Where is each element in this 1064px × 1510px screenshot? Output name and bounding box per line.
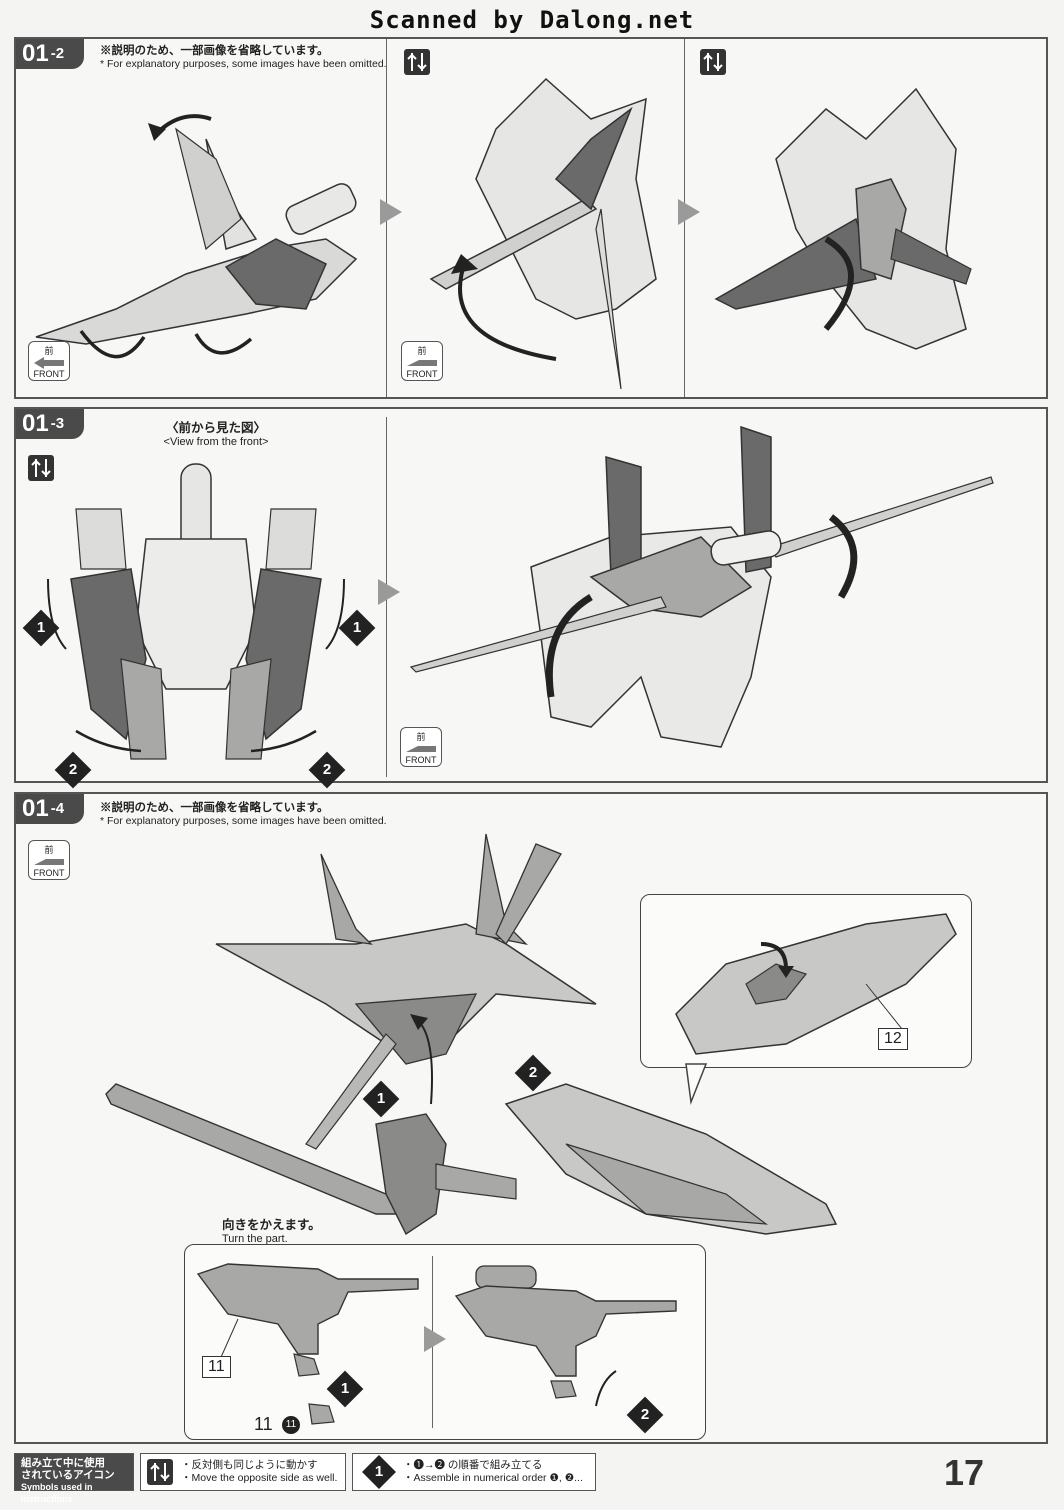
rifle-detail-right-illustration — [454, 1265, 677, 1407]
mirror-side-icon — [147, 1459, 173, 1485]
fighter-rear-view-illustration — [429, 77, 657, 390]
part-12-detail-illustration — [675, 913, 957, 1055]
ship-silhouette-icon — [407, 360, 437, 366]
step-badge: 01-2 — [16, 39, 84, 69]
fighter-rear-view-wing-rotated-illustration — [714, 87, 972, 350]
order-legend-jp: ・❶→❷ の順番で組み立てる — [403, 1459, 543, 1471]
step-01-3-panel: 01-3 〈前から見た図〉 <View from the front> 1 1 … — [14, 407, 1048, 789]
part-number-label: 12 — [878, 1028, 908, 1050]
mirror-side-icon — [700, 49, 726, 75]
ship-silhouette-icon — [406, 746, 436, 752]
page-number: 17 — [943, 1452, 984, 1493]
fighter-assembly-illustration — [215, 833, 597, 1150]
ship-silhouette-icon — [34, 859, 64, 865]
mirror-side-icon — [28, 455, 54, 481]
fighter-side-view-illustration — [35, 114, 358, 359]
order-legend-en: ・Assemble in numerical order ❶, ❷... — [403, 1472, 583, 1484]
mirror-legend-jp: ・反対側も同じように動かす — [181, 1459, 318, 1471]
omission-note: ※説明のため、一部画像を省略しています。 * For explanatory p… — [100, 45, 387, 70]
next-step-arrow — [678, 199, 700, 225]
left-arrow-icon — [34, 357, 64, 369]
shield-booster-illustration — [504, 1083, 838, 1235]
fighter-transformed-illustration — [409, 425, 994, 748]
rifle-part-illustration — [105, 1083, 517, 1236]
mobile-suit-front-view-illustration — [47, 463, 345, 760]
small-part-11-illustration — [293, 1353, 335, 1425]
runner-tag-11: 11 — [282, 1416, 300, 1434]
step-number-2: 2 — [626, 1396, 664, 1434]
step-badge: 01-4 — [16, 794, 84, 824]
mirror-legend-en: ・Move the opposite side as well. — [181, 1472, 338, 1484]
front-orientation-icon: 前 FRONT — [28, 341, 70, 381]
step-number-2: 2 — [54, 751, 92, 789]
scan-watermark: Scanned by Dalong.net — [369, 6, 695, 34]
next-step-arrow — [378, 579, 400, 605]
callout-pointer — [685, 1063, 708, 1105]
mirror-side-icon — [404, 49, 430, 75]
step-number-1: 1 — [326, 1370, 364, 1408]
step-01-2-panel: 01-2 ※説明のため、一部画像を省略しています。 * For explanat… — [14, 37, 1048, 399]
part-number-label: 11 — [202, 1356, 231, 1378]
turn-part-caption: 向きをかえます。 Turn the part. — [222, 1218, 321, 1245]
step-01-4-panel: 01-4 ※説明のため、一部画像を省略しています。 * For explanat… — [14, 792, 1048, 1444]
step-number-2: 2 — [308, 751, 346, 789]
step-badge: 01-3 — [16, 409, 84, 439]
mirror-icon-legend: ・反対側も同じように動かす ・Move the opposite side as… — [140, 1453, 346, 1491]
next-step-arrow — [424, 1326, 446, 1352]
next-step-arrow — [380, 199, 402, 225]
omission-note: ※説明のため、一部画像を省略しています。 * For explanatory p… — [100, 802, 387, 827]
step-number-1: 1 — [22, 609, 60, 647]
front-orientation-icon: 前 FRONT — [401, 341, 443, 381]
front-orientation-icon: 前 FRONT — [28, 840, 70, 880]
icon-legend-title: 組み立て中に使用 されているアイコン Symbols used in instr… — [14, 1453, 134, 1504]
front-orientation-icon: 前 FRONT — [400, 727, 442, 767]
front-view-caption: 〈前から見た図〉 <View from the front> — [163, 421, 269, 448]
step-number-1: 1 — [338, 609, 376, 647]
part-number-label: 11 — [254, 1414, 273, 1434]
order-icon-legend: 1 ・❶→❷ の順番で組み立てる ・Assemble in numerical … — [352, 1453, 596, 1491]
step-number-1: 1 — [362, 1455, 396, 1489]
